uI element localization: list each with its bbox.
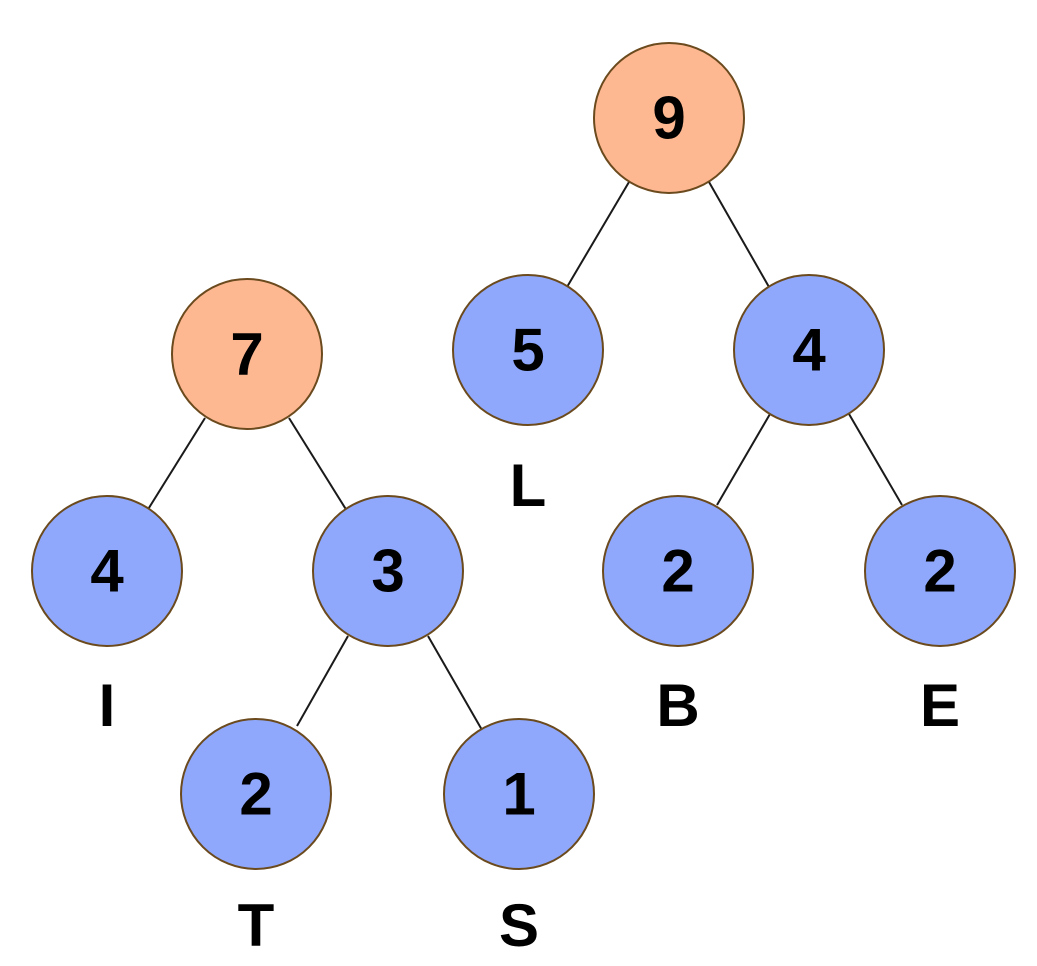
tree-2-leaf-node-b: 2 B bbox=[602, 495, 754, 739]
leaf-symbol-label: S bbox=[499, 892, 539, 959]
edge-3-to-2 bbox=[296, 635, 349, 727]
node-weight: 2 bbox=[661, 538, 694, 605]
node-circle bbox=[452, 274, 604, 426]
tree-2-leaf-node-e: 2 E bbox=[864, 495, 1016, 739]
edge-7-to-4 bbox=[146, 417, 206, 512]
tree-2-edges bbox=[566, 181, 903, 506]
leaf-symbol-label: E bbox=[920, 672, 960, 739]
tree-2-leaf-node-l: 5 L bbox=[452, 274, 604, 519]
node-weight: 5 bbox=[511, 317, 544, 384]
tree-2-internal-node-4: 4 bbox=[733, 274, 885, 426]
tree-1-internal-node-3: 3 bbox=[312, 495, 464, 647]
node-circle bbox=[733, 274, 885, 426]
edge-7-to-3 bbox=[288, 417, 348, 512]
edge-4-to-2e bbox=[848, 413, 903, 506]
edge-9-to-5 bbox=[566, 181, 630, 288]
node-circle bbox=[443, 718, 595, 870]
edge-9-to-4 bbox=[708, 181, 770, 288]
edge-3-to-1 bbox=[427, 635, 483, 731]
leaf-symbol-label: I bbox=[99, 672, 116, 739]
tree-1-leaf-node-t: 2 T bbox=[180, 718, 332, 959]
node-weight: 2 bbox=[923, 538, 956, 605]
tree-2-root-node: 9 bbox=[593, 42, 745, 194]
leaf-symbol-label: B bbox=[656, 672, 699, 739]
node-circle bbox=[864, 495, 1016, 647]
node-circle bbox=[171, 278, 323, 430]
edge-4-to-2b bbox=[716, 413, 771, 506]
node-weight: 3 bbox=[371, 538, 404, 605]
tree-1-root-node: 7 bbox=[171, 278, 323, 430]
node-circle bbox=[593, 42, 745, 194]
leaf-symbol-label: T bbox=[238, 892, 275, 959]
leaf-symbol-label: L bbox=[510, 452, 547, 519]
node-circle bbox=[602, 495, 754, 647]
tree-1-leaf-node-s: 1 S bbox=[443, 718, 595, 959]
node-weight: 4 bbox=[90, 538, 124, 605]
node-weight: 1 bbox=[502, 761, 535, 828]
node-weight: 2 bbox=[239, 761, 272, 828]
node-circle bbox=[31, 495, 183, 647]
tree-1-edges bbox=[146, 417, 483, 731]
node-weight: 4 bbox=[792, 317, 826, 384]
node-weight: 7 bbox=[230, 321, 263, 388]
tree-1-leaf-node-i: 4 I bbox=[31, 495, 183, 739]
node-circle bbox=[180, 718, 332, 870]
node-circle bbox=[312, 495, 464, 647]
node-weight: 9 bbox=[652, 85, 685, 152]
